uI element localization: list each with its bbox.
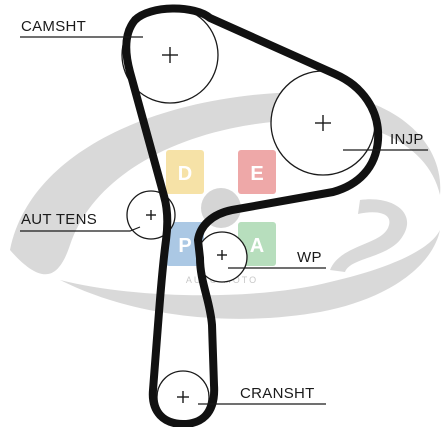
watermark-swoosh [10, 91, 441, 319]
watermark-tile-e [238, 150, 276, 194]
crankshaft-label: CRANSHT [240, 385, 315, 402]
watermark-tile-p [166, 222, 204, 266]
auto-tensioner-leader [20, 226, 141, 232]
watermark-tile-e-text: E [250, 163, 263, 185]
camshaft-center-icon [162, 47, 178, 63]
crankshaft-center-icon [177, 391, 189, 403]
watermark-tile-a-text: A [250, 235, 264, 257]
watermark-tile-p-text: P [178, 235, 191, 257]
water-pump-label: WP [297, 249, 322, 266]
injection-pump-center-icon [315, 115, 331, 131]
injection-pump-label: INJP [390, 131, 424, 148]
labels: CAMSHT INJP AUT TENS WP CRANSHT [21, 18, 424, 402]
watermark-swoosh-shape [10, 91, 441, 275]
camshaft-label: CAMSHT [21, 18, 86, 35]
auto-tensioner-label: AUT TENS [21, 211, 97, 228]
watermark-tile-d-text: D [178, 163, 192, 185]
pulley-centers [146, 47, 331, 403]
pulleys [121, 6, 376, 424]
water-pump-center-icon [217, 250, 227, 260]
watermark-letter-s [330, 199, 408, 272]
auto-tensioner-center-icon [146, 210, 156, 220]
leader-lines [20, 36, 428, 405]
timing-belt [122, 4, 383, 427]
watermark-swoosh-lower [60, 230, 440, 319]
watermark-tile-d [166, 150, 204, 194]
